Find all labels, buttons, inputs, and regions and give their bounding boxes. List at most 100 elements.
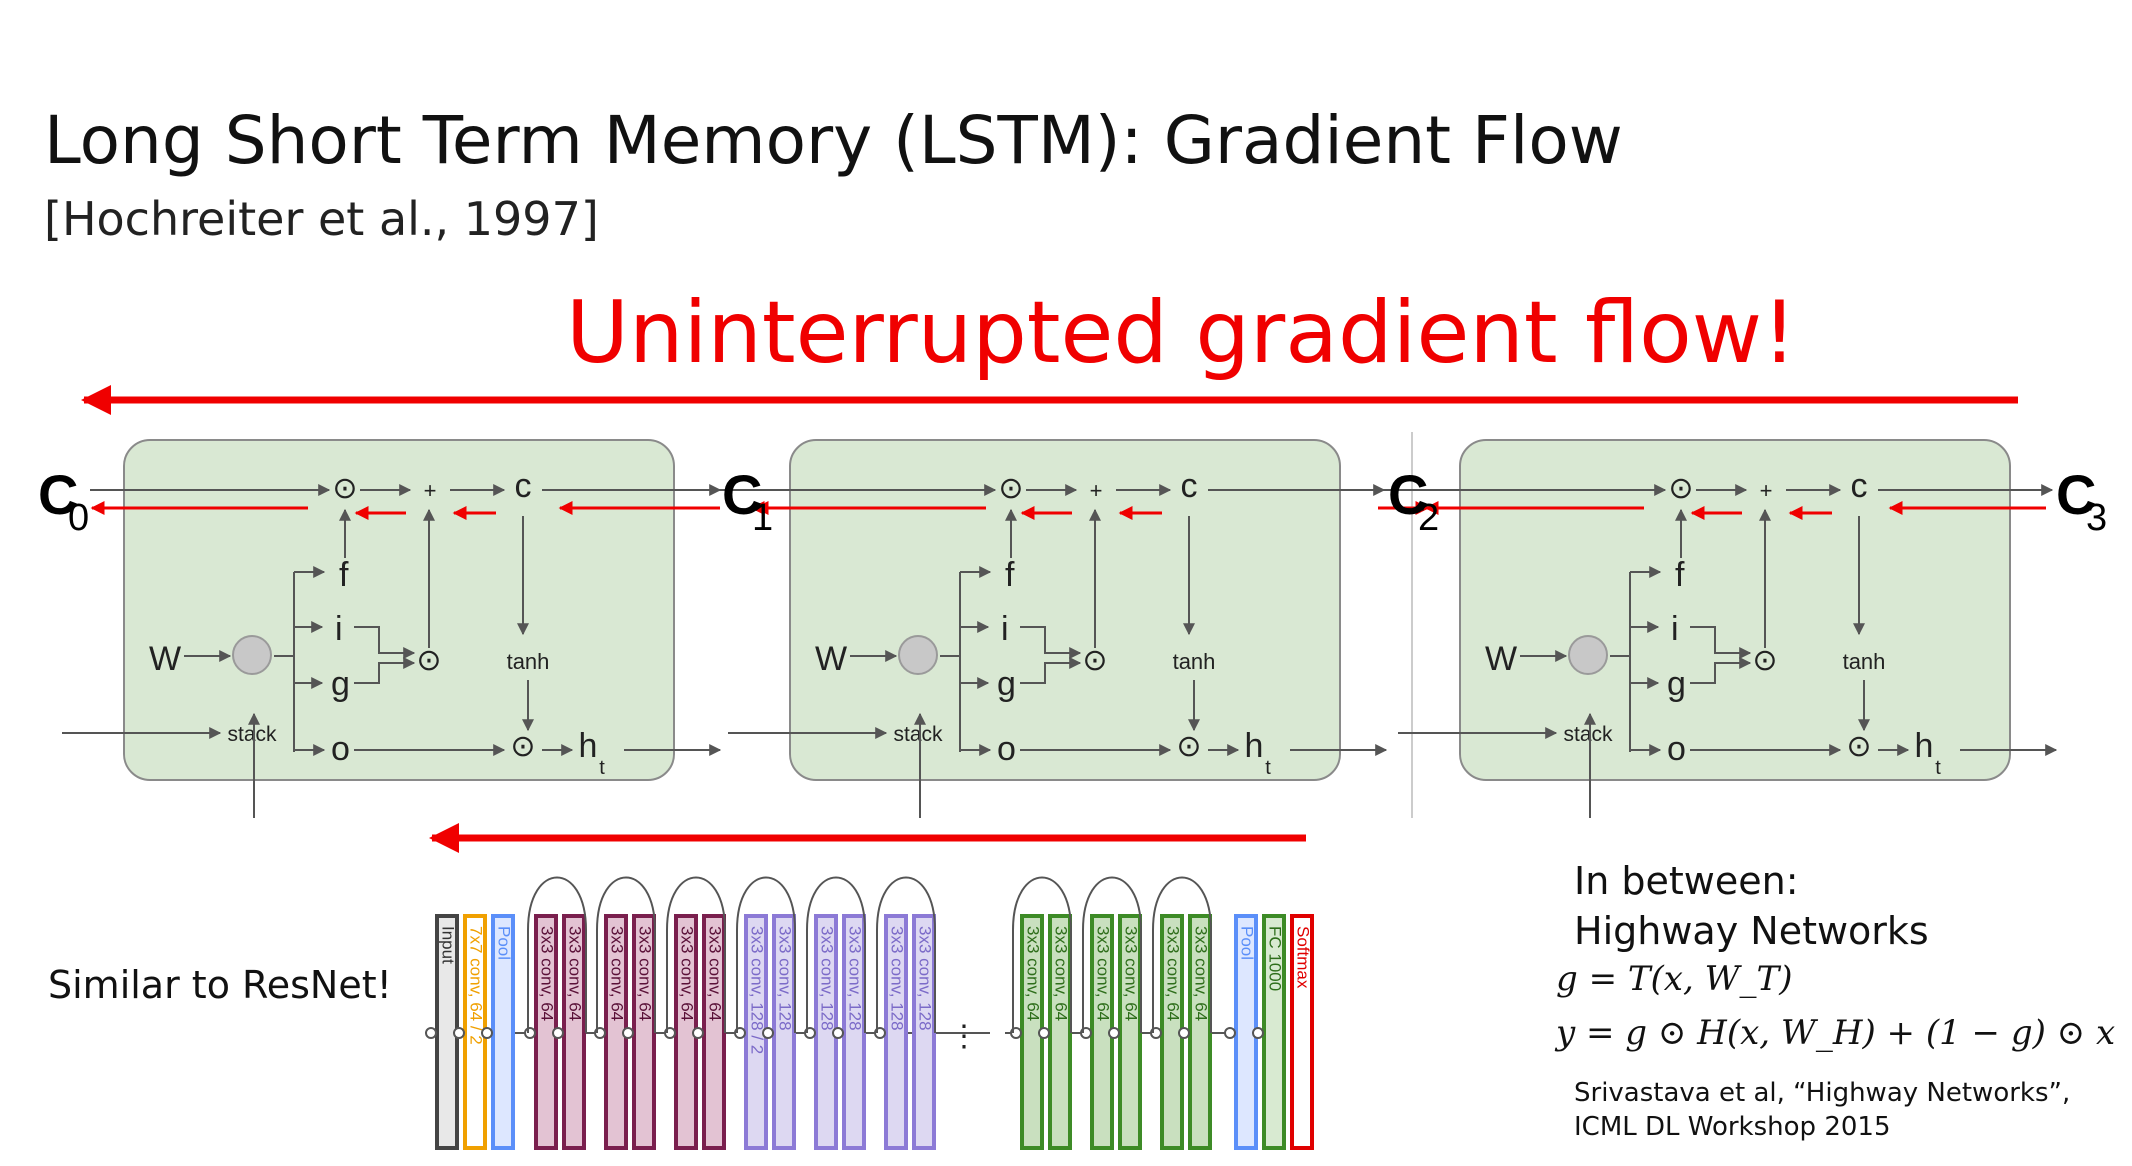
resnet-layer-label: 3x3 conv, 128 (916, 926, 935, 1031)
cell-state-label: c (1181, 467, 1198, 505)
resnet-skip-arc (876, 876, 936, 1033)
lstm-cell (789, 439, 1341, 781)
cell-state-letter: C (2056, 463, 2096, 526)
g-to-mult-wire (1690, 657, 1752, 684)
stack-node (898, 635, 938, 675)
cell-state-C3: C3 (2056, 463, 2107, 539)
stack-label: stack (893, 723, 943, 746)
resnet-ellipsis: ⋮ (949, 1020, 979, 1053)
input-gate-label: i (1671, 610, 1679, 648)
weight-label: W (815, 640, 847, 678)
resnet-skip-arc (1082, 876, 1142, 1033)
resnet-skip-arc (1152, 876, 1212, 1033)
resnet-layer-label: 3x3 conv, 128 (776, 926, 795, 1031)
resnet-join-node (524, 1027, 536, 1039)
cell-state-C2: C2 (1388, 463, 1439, 539)
resnet-layer-label: 3x3 conv, 64 (1122, 926, 1141, 1021)
resnet-join-node (762, 1027, 774, 1039)
output-multiply-icon: ⊙ (1846, 730, 1871, 763)
stack-label: stack (1563, 723, 1613, 746)
input-multiply-icon: ⊙ (1082, 644, 1107, 677)
highway-title-line1: In between: (1574, 859, 1799, 903)
lstm-cell (1459, 439, 2011, 781)
input-gate-label: i (1001, 610, 1009, 648)
resnet-join-node (1224, 1027, 1236, 1039)
g-to-mult-wire (1020, 657, 1082, 684)
tanh-label: tanh (507, 649, 550, 674)
output-multiply-icon: ⊙ (510, 730, 535, 763)
cell-state-index: 0 (68, 497, 89, 539)
add-icon: + (1760, 478, 1773, 503)
resnet-layer-label: 3x3 conv, 128 / 2 (748, 926, 767, 1054)
hidden-state-label: h (1245, 727, 1264, 765)
tanh-label: tanh (1173, 649, 1216, 674)
slide-title: Long Short Term Memory (LSTM): Gradient … (44, 102, 1623, 179)
resnet-layer-label: FC 1000 (1266, 926, 1285, 991)
output-gate-label: o (331, 730, 350, 768)
cell-state-C0: C0 (38, 463, 89, 539)
resnet-join-node (1038, 1027, 1050, 1039)
reference-line2: ICML DL Workshop 2015 (1574, 1112, 1891, 1142)
forget-gate-label: f (339, 556, 349, 594)
resnet-layer-label: 3x3 conv, 128 (888, 926, 907, 1031)
resnet-skip-arc (527, 876, 587, 1033)
resnet-skip-arc (806, 876, 866, 1033)
resnet-layer-label: 3x3 conv, 64 (636, 926, 655, 1021)
resnet-layer-conv128 (884, 914, 908, 1150)
resnet-join-node (692, 1027, 704, 1039)
resnet-layer-label: 3x3 conv, 64 (1192, 926, 1211, 1021)
resnet-layer-label: 3x3 conv, 64 (1052, 926, 1071, 1021)
stack-node (1568, 635, 1608, 675)
resnet-layer-label: 3x3 conv, 64 (566, 926, 585, 1021)
cell-state-letter: C (38, 463, 78, 526)
add-icon: + (424, 478, 437, 503)
gate-gate-label: g (1667, 665, 1686, 703)
cell-state-index: 2 (1418, 497, 1439, 539)
highway-title-line2: Highway Networks (1574, 909, 1929, 953)
add-icon: + (1090, 478, 1103, 503)
cell-state-index: 3 (2086, 497, 2107, 539)
resnet-join-node (1252, 1027, 1264, 1039)
gate-gate-label: g (997, 665, 1016, 703)
resnet-layer-label: 3x3 conv, 64 (1094, 926, 1113, 1021)
resnet-layer-label: 3x3 conv, 64 (608, 926, 627, 1021)
resnet-join-node (481, 1027, 493, 1039)
resnet-join-node (1178, 1027, 1190, 1039)
input-multiply-icon: ⊙ (1752, 644, 1777, 677)
resnet-layer-label: 3x3 conv, 128 (846, 926, 865, 1031)
stack-node (232, 635, 272, 675)
stack-label: stack (227, 723, 277, 746)
resnet-layer-label: 3x3 conv, 64 (1164, 926, 1183, 1021)
resnet-layer-label: Pool (1238, 926, 1257, 960)
lstm-cell (123, 439, 675, 781)
hidden-state-label: h (1915, 727, 1934, 765)
equation-gate: g = T(x, W_T) (1556, 959, 1793, 999)
equation-output: y = g ⊙ H(x, W_H) + (1 − g) ⊙ x (1556, 1013, 2116, 1053)
input-gate-label: i (335, 610, 343, 648)
forget-multiply-icon: ⊙ (332, 472, 357, 505)
resnet-layer-pool (491, 914, 515, 1150)
resnet-layer-label: 3x3 conv, 64 (706, 926, 725, 1021)
resnet-layer-label: Input (439, 926, 458, 964)
g-to-mult-wire (354, 657, 416, 684)
input-multiply-icon: ⊙ (416, 644, 441, 677)
resnet-layer-conv64 (562, 914, 586, 1150)
hidden-state-label: h (579, 727, 598, 765)
hidden-state-subscript: t (1265, 757, 1271, 779)
reference-line1: Srivastava et al, “Highway Networks”, (1574, 1078, 2071, 1108)
cell-state-index: 1 (752, 497, 773, 539)
tanh-label: tanh (1843, 649, 1886, 674)
resnet-join-node (832, 1027, 844, 1039)
resnet-join-node (425, 1027, 437, 1039)
resnet-join-node (453, 1027, 465, 1039)
forget-multiply-icon: ⊙ (1668, 472, 1693, 505)
output-gate-label: o (1667, 730, 1686, 768)
forget-multiply-icon: ⊙ (998, 472, 1023, 505)
hidden-state-subscript: t (1935, 757, 1941, 779)
headline: Uninterrupted gradient flow! (566, 283, 1797, 383)
i-to-mult-wire (1690, 626, 1752, 659)
cell-state-label: c (515, 467, 532, 505)
resnet-layer-label: 7x7 conv, 64 / 2 (467, 926, 486, 1045)
output-gate-label: o (997, 730, 1016, 768)
